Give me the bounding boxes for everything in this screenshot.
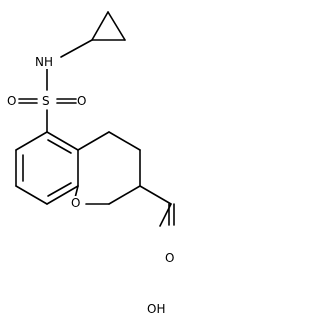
bond-pyran-4 xyxy=(108,185,141,205)
bond-ring-inner-2 xyxy=(47,182,72,197)
atom-o-sulfonyl-right-label: O xyxy=(77,94,87,108)
bond-ring-1 xyxy=(46,131,79,151)
bond-ring-3 xyxy=(46,185,79,205)
bond-cyclopropyl-nh xyxy=(60,39,93,58)
atom-o-sulfonyl-left-label: O xyxy=(7,94,17,108)
atom-nh-label: NH xyxy=(35,55,53,69)
bond-ring-6 xyxy=(15,131,48,151)
bond-pyran-1 xyxy=(77,131,110,151)
structure-canvas: NH O S O O O OH xyxy=(7,11,175,316)
bond-c-oh xyxy=(159,203,172,227)
bond-cyclopropyl-2 xyxy=(107,11,126,41)
bond-pyran-2 xyxy=(108,131,141,151)
atom-o-ring-label: O xyxy=(71,196,81,210)
atom-s-label: S xyxy=(42,94,50,108)
bond-cyclopropyl-1 xyxy=(91,11,109,41)
atom-o-carbonyl-label: O xyxy=(165,251,175,265)
bond-layer xyxy=(15,11,175,227)
atom-oh-label: OH xyxy=(147,302,166,316)
bond-ring-inner-1 xyxy=(47,139,72,154)
bond-ring-4 xyxy=(15,185,48,205)
bond-c3-cooh xyxy=(139,185,172,205)
